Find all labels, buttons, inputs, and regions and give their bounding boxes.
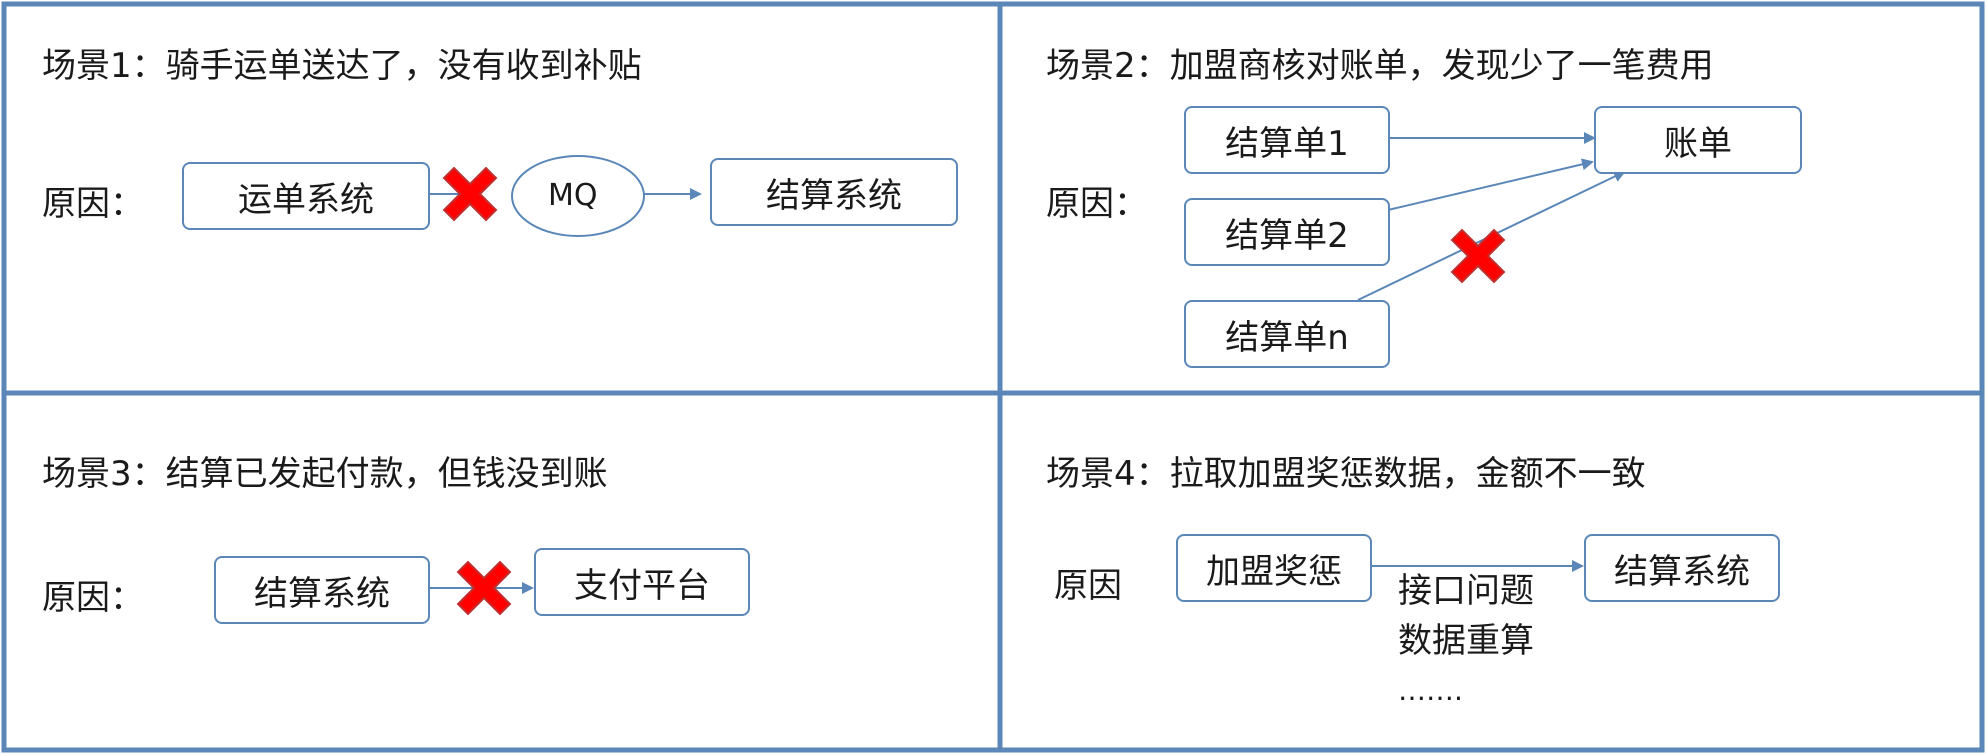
note-data-recalculation: 数据重算: [1398, 621, 1534, 661]
note-ellipsis: …….: [1398, 674, 1463, 707]
mq-node-label: MQ: [548, 178, 598, 213]
panel3-reason-label: 原因：: [42, 578, 144, 618]
box-waybill-system: 运单系统: [182, 162, 430, 230]
box-settlement-system-3: 结算系统: [214, 556, 430, 624]
fail-mark-panel1: [442, 166, 498, 222]
box-bill: 账单: [1594, 106, 1802, 174]
mq-node-shape: [511, 155, 645, 237]
panel4-reason-label: 原因: [1054, 566, 1122, 606]
panel3-title: 场景3：结算已发起付款，但钱没到账: [42, 454, 608, 494]
panel2-title: 场景2：加盟商核对账单，发现少了一笔费用: [1046, 46, 1714, 86]
panel4-title: 场景4：拉取加盟奖惩数据，金额不一致: [1046, 454, 1646, 494]
panel2-reason-label: 原因：: [1046, 184, 1148, 224]
box-settlement-system-1: 结算系统: [710, 158, 958, 226]
note-interface-issue: 接口问题: [1398, 571, 1534, 611]
box-payment-platform: 支付平台: [534, 548, 750, 616]
fail-mark-panel3: [456, 560, 512, 616]
panel1-title: 场景1：骑手运单送达了，没有收到补贴: [42, 46, 642, 86]
arrow-s2-to-bill: [1387, 158, 1594, 211]
box-settlement-doc-1: 结算单1: [1184, 106, 1390, 174]
box-settlement-doc-2: 结算单2: [1184, 198, 1390, 266]
box-franchise-reward: 加盟奖惩: [1176, 534, 1372, 602]
fail-mark-panel2: [1450, 228, 1506, 284]
box-settlement-system-4: 结算系统: [1584, 534, 1780, 602]
box-settlement-doc-n: 结算单n: [1184, 300, 1390, 368]
panel1-reason-label: 原因：: [42, 184, 144, 224]
